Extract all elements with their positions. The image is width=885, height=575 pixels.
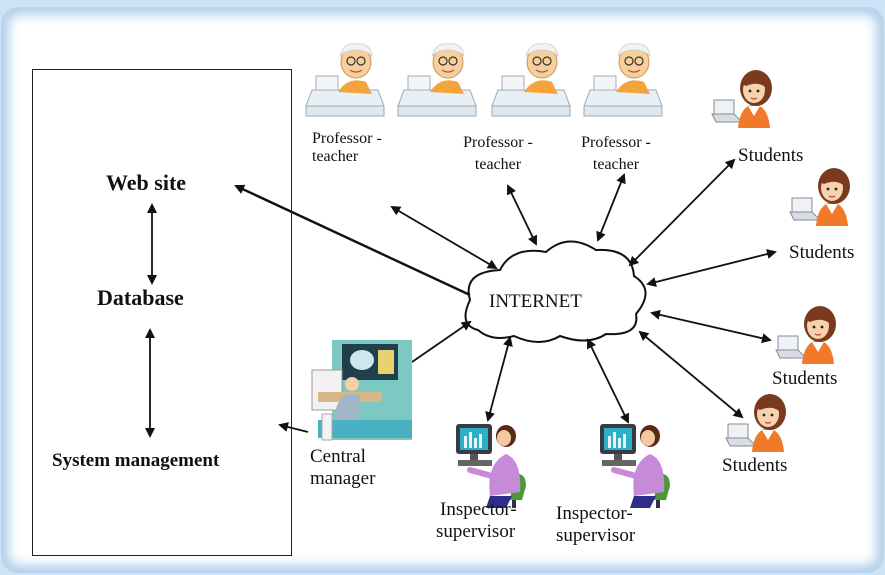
inspector-figure xyxy=(600,424,670,508)
students-label-3: Students xyxy=(772,368,838,389)
professor-label-line: Professor - xyxy=(463,134,533,151)
inspector-label-1: Inspector- supervisor xyxy=(436,499,517,543)
website-label: Web site xyxy=(106,170,187,195)
professor-label-line: Professor - xyxy=(312,130,382,147)
professor-label-2: Professor - teacher xyxy=(455,134,541,175)
professor-label-line: Professor - xyxy=(581,134,651,151)
central-manager-label: Central manager xyxy=(310,446,375,490)
professor-label-line: teacher xyxy=(312,148,359,166)
inspector-figure xyxy=(456,424,526,508)
student-figure xyxy=(725,393,787,453)
student-figure xyxy=(775,305,837,365)
professor-label-line: teacher xyxy=(592,156,640,174)
student-figure xyxy=(789,167,851,227)
central-manager-line: Central xyxy=(310,446,366,467)
students-label-1: Students xyxy=(738,145,804,166)
inspector-label-line: Inspector- xyxy=(440,499,517,520)
internet-cloud xyxy=(464,240,647,343)
professor-figure xyxy=(397,43,477,117)
professor-label-3: Professor - teacher xyxy=(572,134,660,175)
inspector-label-2: Inspector- supervisor xyxy=(556,503,635,547)
central-manager-workstation xyxy=(311,340,412,441)
connection-arrows xyxy=(145,158,777,438)
internet-label: INTERNET xyxy=(489,291,582,312)
system-management-label: System management xyxy=(52,450,220,471)
student-figure xyxy=(711,69,773,129)
inspector-label-line: supervisor xyxy=(556,524,636,546)
professor-label-line: teacher xyxy=(474,156,522,174)
professor-figure xyxy=(305,43,385,117)
central-manager-line: manager xyxy=(310,467,376,489)
students-label-4: Students xyxy=(722,455,788,476)
system-box xyxy=(32,69,292,556)
database-label: Database xyxy=(97,285,184,310)
professor-figure xyxy=(491,43,571,117)
inspector-label-line: supervisor xyxy=(436,520,516,542)
students-label-2: Students xyxy=(789,242,855,263)
professor-figure xyxy=(583,43,663,117)
inspector-label-line: Inspector- xyxy=(556,503,633,524)
professor-label-1: Professor - teacher xyxy=(312,130,382,167)
